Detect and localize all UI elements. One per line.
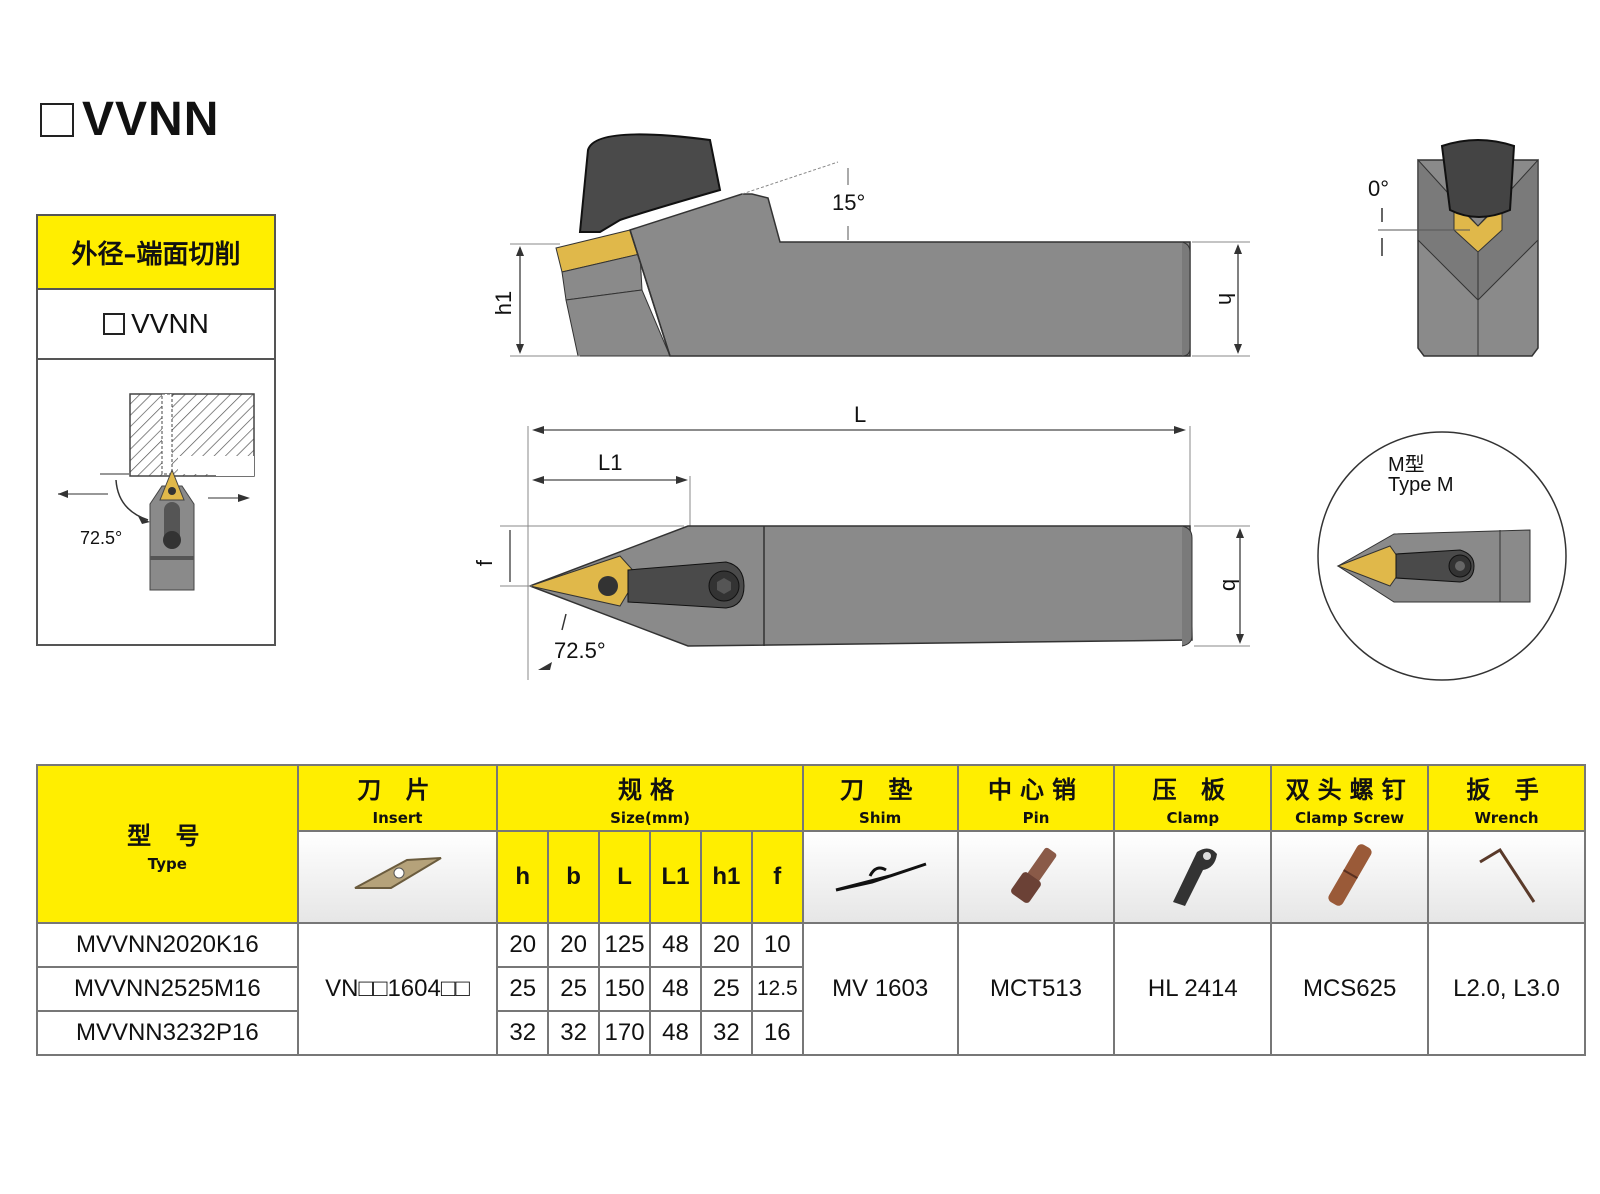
type-m-en: Type M [1388, 474, 1454, 496]
shim-icon [835, 862, 927, 891]
end-view [1378, 139, 1539, 357]
page-title: VVNN [40, 92, 219, 147]
col-b: b [547, 830, 601, 924]
wrench-icon [1478, 847, 1535, 903]
clamp-screw-icon [1328, 843, 1372, 906]
type-m-detail [1317, 431, 1567, 681]
h-label: h [1214, 292, 1240, 306]
col-h1: h1 [699, 830, 753, 924]
wrench-image [1427, 830, 1586, 924]
svg-text:72.5°: 72.5° [80, 528, 122, 548]
L-label: L [854, 402, 867, 427]
b-label: b [1218, 578, 1244, 592]
application-model: VVNN [38, 290, 274, 360]
L1-label: L1 [598, 450, 623, 475]
application-header: 外径–端面切削 [38, 216, 274, 290]
toolholder-drawing-icon [500, 133, 1567, 681]
col-L1: L1 [649, 830, 702, 924]
insert-image [296, 830, 499, 924]
clamp-icon [1172, 847, 1217, 906]
shim-value: MV 1603 [801, 922, 959, 1056]
col-h: h [496, 830, 550, 924]
angle-15-label: 15° [832, 190, 866, 215]
clamp-screw-image [1270, 830, 1430, 924]
title-box-icon [40, 102, 74, 137]
clamp-value: HL 2414 [1113, 922, 1273, 1056]
clamp-image [1113, 830, 1273, 924]
table-row-type: MVVNN2020K16 [36, 922, 299, 968]
side-view [510, 133, 1250, 357]
insert-value: VN□□1604□□ [296, 922, 499, 1056]
col-L: L [598, 830, 651, 924]
pin-image [956, 830, 1116, 924]
wrench-value: L2.0, L3.0 [1427, 922, 1586, 1056]
h1-label: h1 [491, 290, 517, 316]
angle-72-label: 72.5° [554, 638, 606, 663]
title-text: VVNN [82, 93, 220, 146]
table-row-type: MVVNN2525M16 [36, 966, 299, 1012]
application-card: 外径–端面切削 VVNN [36, 214, 276, 646]
insert-icon [355, 856, 442, 889]
f-label: f [472, 559, 498, 567]
clamp-screw-value: MCS625 [1270, 922, 1430, 1056]
turning-operation-icon: 72.5° [58, 393, 255, 591]
technical-drawing: 15° h1 h 0° L L1 f b 72.5° M型 Type M [470, 130, 1590, 700]
shim-image [801, 830, 959, 924]
col-f: f [750, 830, 804, 924]
table-row-type: MVVNN3232P16 [36, 1010, 299, 1056]
top-view [500, 426, 1250, 680]
angle-0-label: 0° [1368, 176, 1390, 201]
type-m-cn: M型 [1388, 454, 1425, 476]
pin-icon [1011, 847, 1057, 903]
model-box-icon [103, 313, 126, 335]
pin-value: MCT513 [956, 922, 1116, 1056]
application-illustration: 72.5° [38, 360, 274, 646]
